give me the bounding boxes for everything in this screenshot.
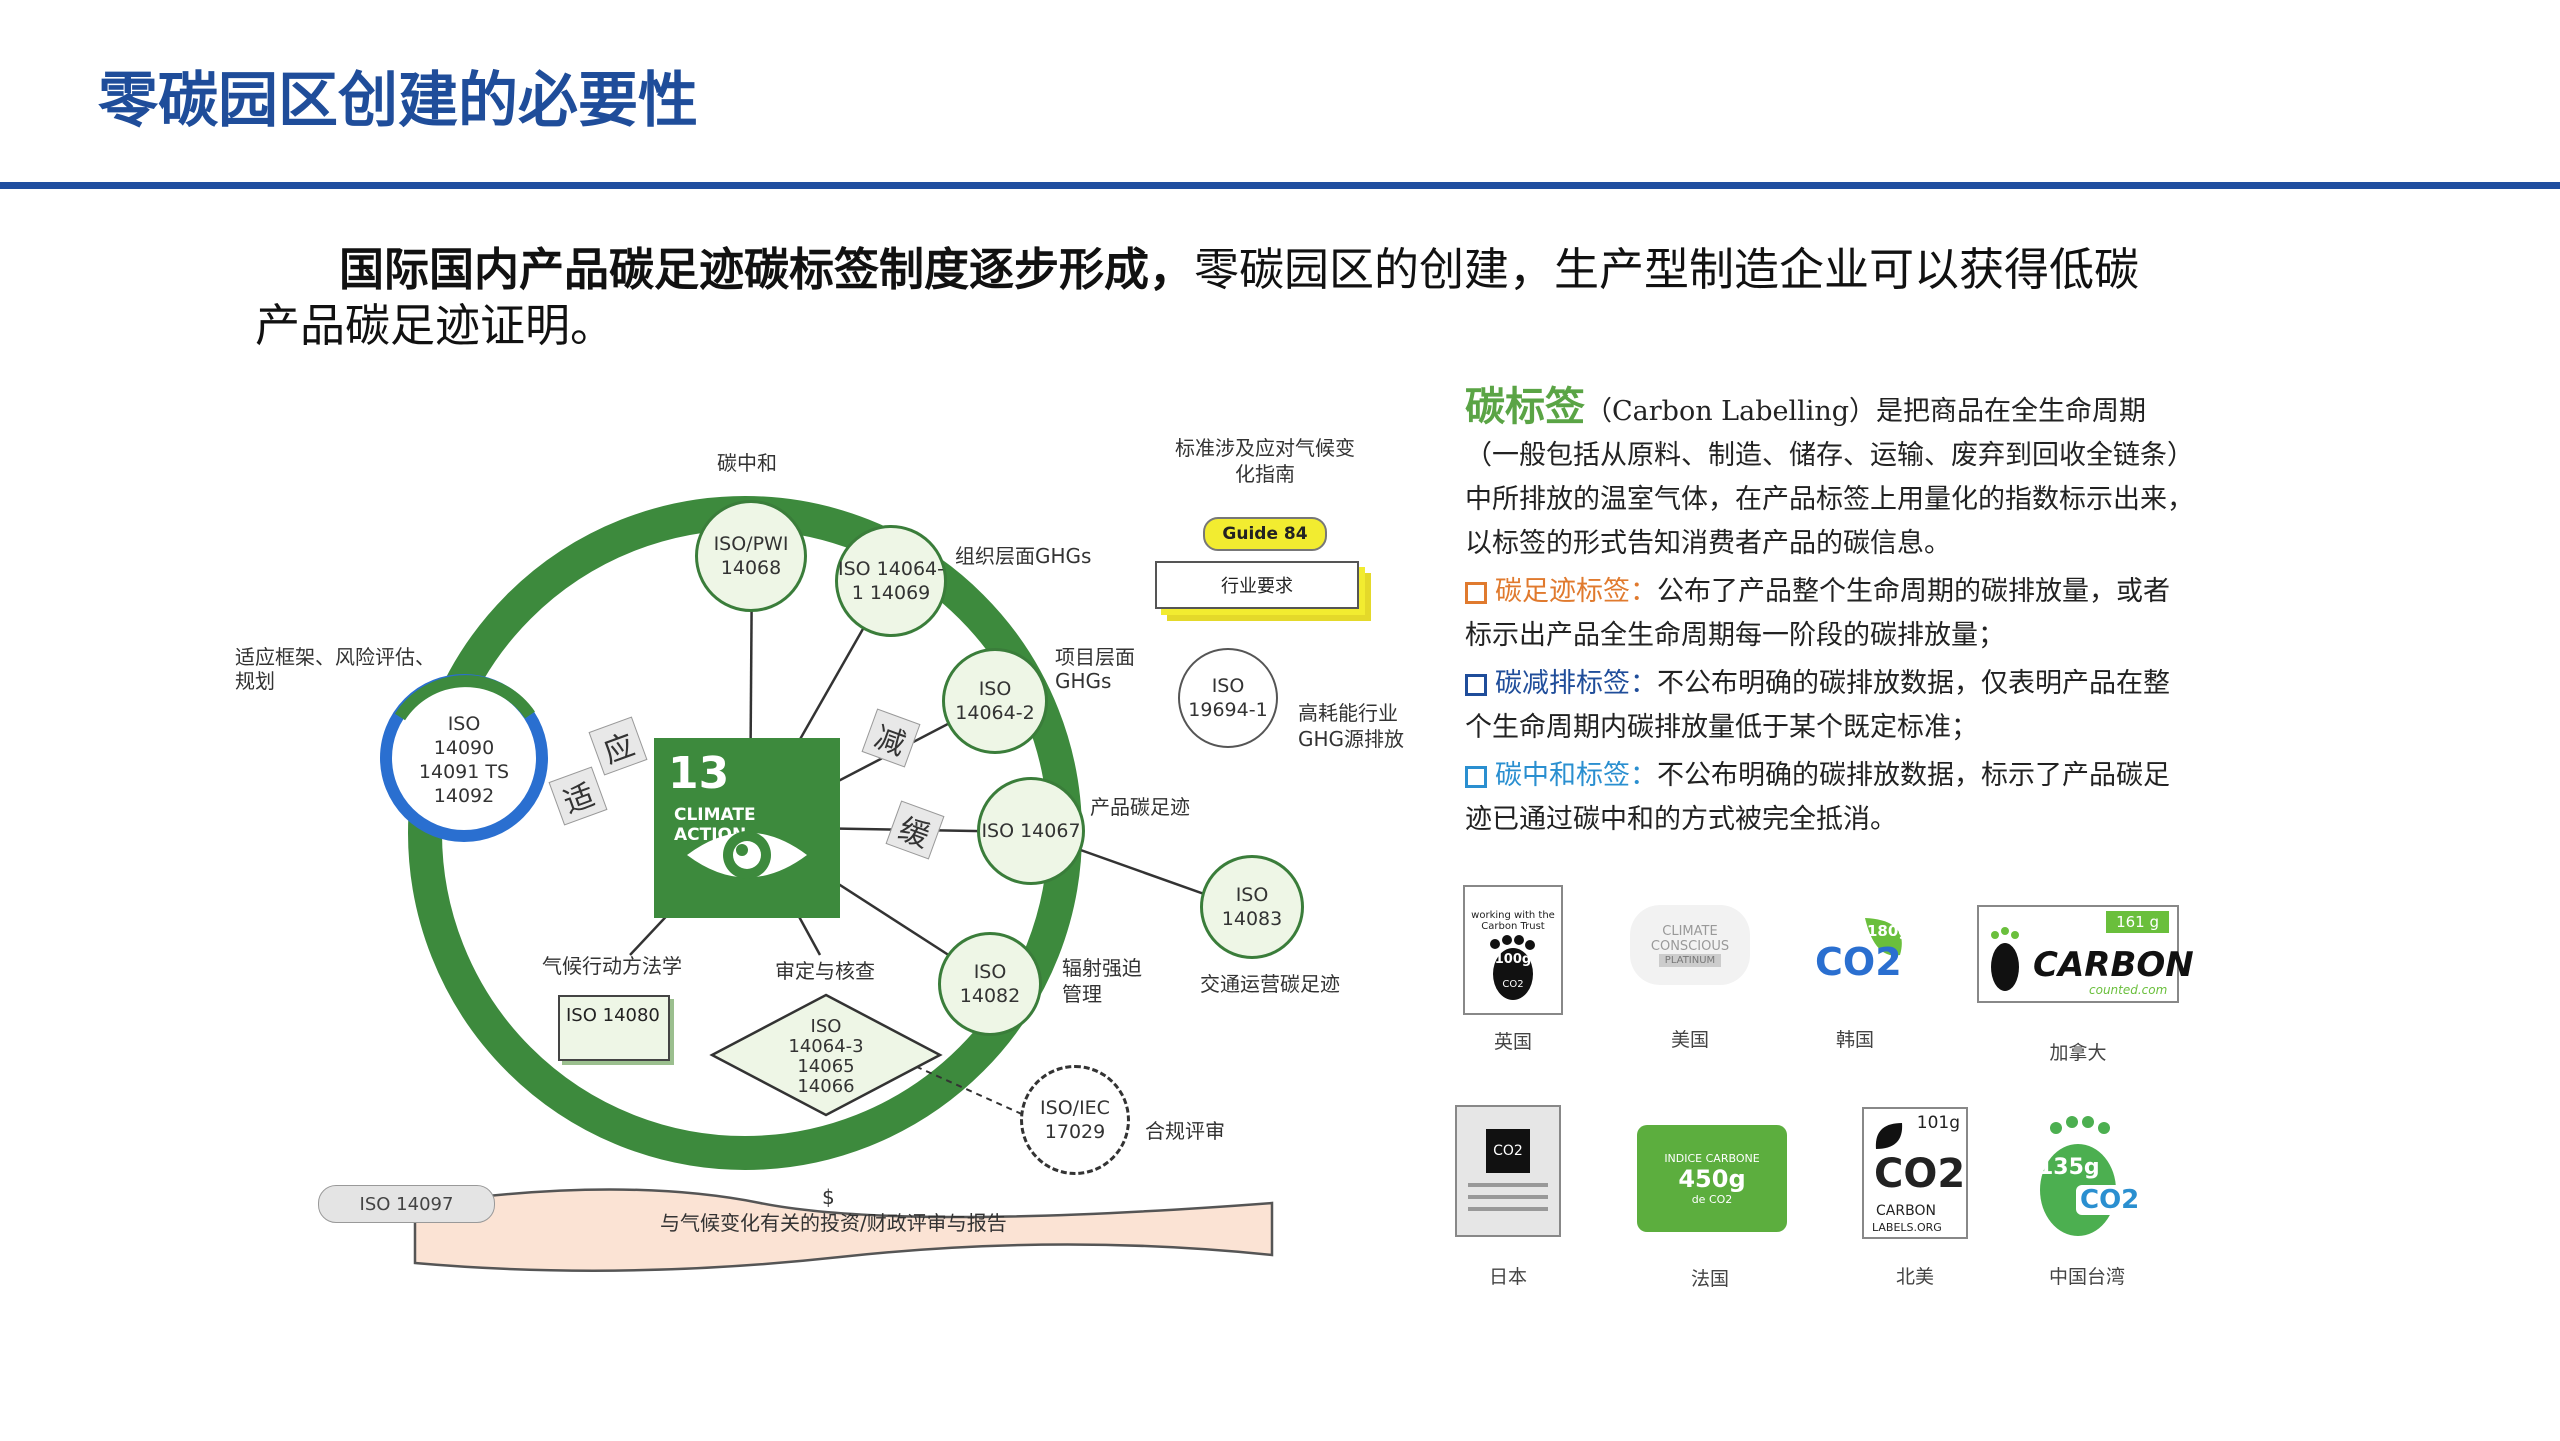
industry-requirement-box: 行业要求 [1155,561,1359,609]
logo-ca-sub: counted.com [2089,983,2168,997]
iso-standards-diagram: 碳中和 适应框架、风险评估、规划 标准涉及应对气候变化指南 Guide 84 行… [200,395,1440,1320]
logo-kr-unit: CO2 [1815,940,1902,984]
checkbox-icon [1465,673,1487,696]
footprint-icon [1490,935,1535,1000]
logo-na-line2: LABELS.ORG [1872,1221,1942,1234]
leaf-icon [1865,918,1902,956]
iso-14090-ring-green [394,675,535,721]
node-iso-14090: ISO 14090 14091 TS 14092 [418,713,510,807]
footprint-icon [1991,927,2019,991]
caption-ca: 加拿大 [2049,1042,2107,1064]
node-iso-14064-3: ISO 14064-3 14065 14066 [788,1016,864,1097]
logo-us-line2: CONSCIOUS [1650,938,1730,954]
logo-na-carbonlabels: 101g CO2 CARBON LABELS.ORG [1862,1107,1968,1239]
caption-us: 美国 [1670,1029,1709,1051]
logo-fr-value: 450g [1678,1164,1746,1193]
logo-tw-value: 135g [2038,1155,2100,1180]
logo-jp-line [1468,1183,1548,1187]
verification-diamond [709,993,943,1117]
label-org-ghg: 组织层面GHGs [955,544,1092,568]
bullet-text: 不公布明确的碳排放数据，标示了产品碳足迹已通过碳中和的方式被完全抵消。 [1465,760,2170,835]
bullet-reduction: 碳减排标签：不公布明确的碳排放数据，仅表明产品在整个生命周期内碳排放量低于某个既… [1465,662,2195,750]
caption-fr: 法国 [1690,1268,1729,1290]
label-radiative: 辐射强迫 管理 [1062,956,1142,1006]
caption-tw: 中国台湾 [2048,1266,2125,1288]
carbon-label-heading: 碳标签 [1465,383,1585,430]
logo-uk-carbon-trust: working with the Carbon Trust 100g CO2 [1463,885,1563,1015]
logo-uk-unit: CO2 [1502,979,1524,990]
bullet-text: 公布了产品整个生命周期的碳排放量，或者标示出产品全生命周期每一阶段的碳排放量； [1465,576,2170,651]
logo-jp: CO2 [1455,1105,1561,1237]
logo-fr-unit: de CO2 [1691,1192,1733,1206]
caption-jp: 日本 [1488,1266,1527,1288]
label-adaptation: 适应框架、风险评估、规划 [235,645,435,693]
page-title: 零碳园区创建的必要性 [98,66,698,136]
checkbox-icon [1465,581,1487,604]
label-high-energy: 高耗能行业 GHG源排放 [1298,701,1405,751]
logo-na-value: 101g [1916,1113,1960,1133]
label-carbon-neutral: 碳中和 [717,451,777,475]
finance-symbol: $ [822,1185,835,1209]
logo-na-brand: CO2 [1874,1151,1966,1197]
logo-ca-value: 161 g [2106,911,2169,933]
bullet-title: 碳足迹标签： [1495,576,1657,607]
logo-us-line1: CLIMATE [1662,923,1718,939]
bullet-title: 碳减排标签： [1495,668,1657,699]
label-methodology: 气候行动方法学 [542,954,682,978]
sdg-number: 13 [668,748,730,799]
bullet-neutral: 碳中和标签：不公布明确的碳排放数据，标示了产品碳足迹已通过碳中和的方式被完全抵消… [1465,754,2195,842]
eye-globe-icon [687,831,807,879]
label-product-cf: 产品碳足迹 [1090,795,1190,819]
header-rule [0,182,2560,189]
label-standards: 标准涉及应对气候变化指南 [1175,436,1355,486]
node-iso-14064-1: ISO 14064-1 14069 [835,525,947,637]
caption-uk: 英国 [1493,1031,1532,1053]
logo-fr-indice-carbone: INDICE CARBONE 450g de CO2 [1637,1125,1787,1232]
finance-banner [413,1188,1274,1272]
logo-fr-line1: INDICE CARBONE [1664,1151,1760,1165]
label-verification: 审定与核查 [775,959,875,983]
node-iso-19694: ISO 19694-1 [1178,648,1278,748]
logo-jp-line [1468,1207,1548,1211]
node-iso-14083: ISO 14083 [1200,855,1304,959]
logo-kr-value: 180g [1867,922,1910,940]
logo-uk-top: working with the Carbon Trust [1471,910,1555,932]
node-iso-14080: ISO 14080 [558,995,670,1061]
node-iso-14082: ISO 14082 [938,932,1042,1036]
label-conformity: 合规评审 [1145,1119,1225,1143]
logo-ca-brand: CARBON [2033,945,2194,985]
bullet-title: 碳中和标签： [1495,760,1657,791]
intro-rest: 零碳园区的创建，生产型制造企业可以获得低碳产品碳足迹证明。 [255,243,2140,352]
logo-tw-unit: CO2 [2076,1185,2144,1215]
caption-na: 北美 [1895,1266,1934,1288]
node-iso-14067: ISO 14067 [977,777,1085,885]
bullet-footprint: 碳足迹标签：公布了产品整个生命周期的碳排放量，或者标示出产品全生命周期每一阶段的… [1465,570,2195,658]
logo-uk-value: 100g [1494,952,1532,967]
node-iso-14064-2: ISO 14064-2 [942,648,1048,754]
logo-us-climate-conscious: CLIMATE CONSCIOUS PLATINUM [1630,905,1750,985]
carbon-label-description: 碳标签（Carbon Labelling）是把商品在全生命周期（一般包括从原料、… [1465,385,2195,842]
label-finance: 与气候变化有关的投资/财政评审与报告 [660,1211,1007,1235]
guide-84-tag: Guide 84 [1203,517,1327,551]
intro-lead: 国际国内产品碳足迹碳标签制度逐步形成， [339,243,1195,296]
node-iso-iec-17029: ISO/IEC 17029 [1020,1065,1130,1175]
checkbox-icon [1465,765,1487,788]
logo-na-line1: CARBON [1876,1203,1936,1219]
logo-us-line3: PLATINUM [1658,953,1722,967]
node-iso-14097: ISO 14097 [318,1185,495,1223]
logo-tw: 135g CO2 [2028,1110,2144,1240]
carbon-label-desc: （Carbon Labelling）是把商品在全生命周期（一般包括从原料、制造、… [1465,396,2194,559]
label-transport-cf: 交通运营碳足迹 [1200,972,1340,996]
logo-jp-line [1468,1195,1548,1199]
label-project-ghg: 项目层面 GHGs [1055,645,1135,693]
intro-paragraph: 国际国内产品碳足迹碳标签制度逐步形成，零碳园区的创建，生产型制造企业可以获得低碳… [255,242,2155,354]
leaf-icon [1875,1123,1903,1149]
sdg-13-climate-action: 13CLIMATE ACTION [654,738,840,918]
caption-kr: 韩国 [1835,1029,1874,1051]
node-iso-pwi-14068: ISO/PWI 14068 [695,500,807,612]
logo-jp-unit: CO2 [1486,1129,1530,1173]
bullet-text: 不公布明确的碳排放数据，仅表明产品在整个生命周期内碳排放量低于某个既定标准； [1465,668,2170,743]
logo-kr: 180g CO2 [1795,910,1915,990]
logo-ca-carbon-counted: 161 g CARBON counted.com [1977,905,2194,1003]
